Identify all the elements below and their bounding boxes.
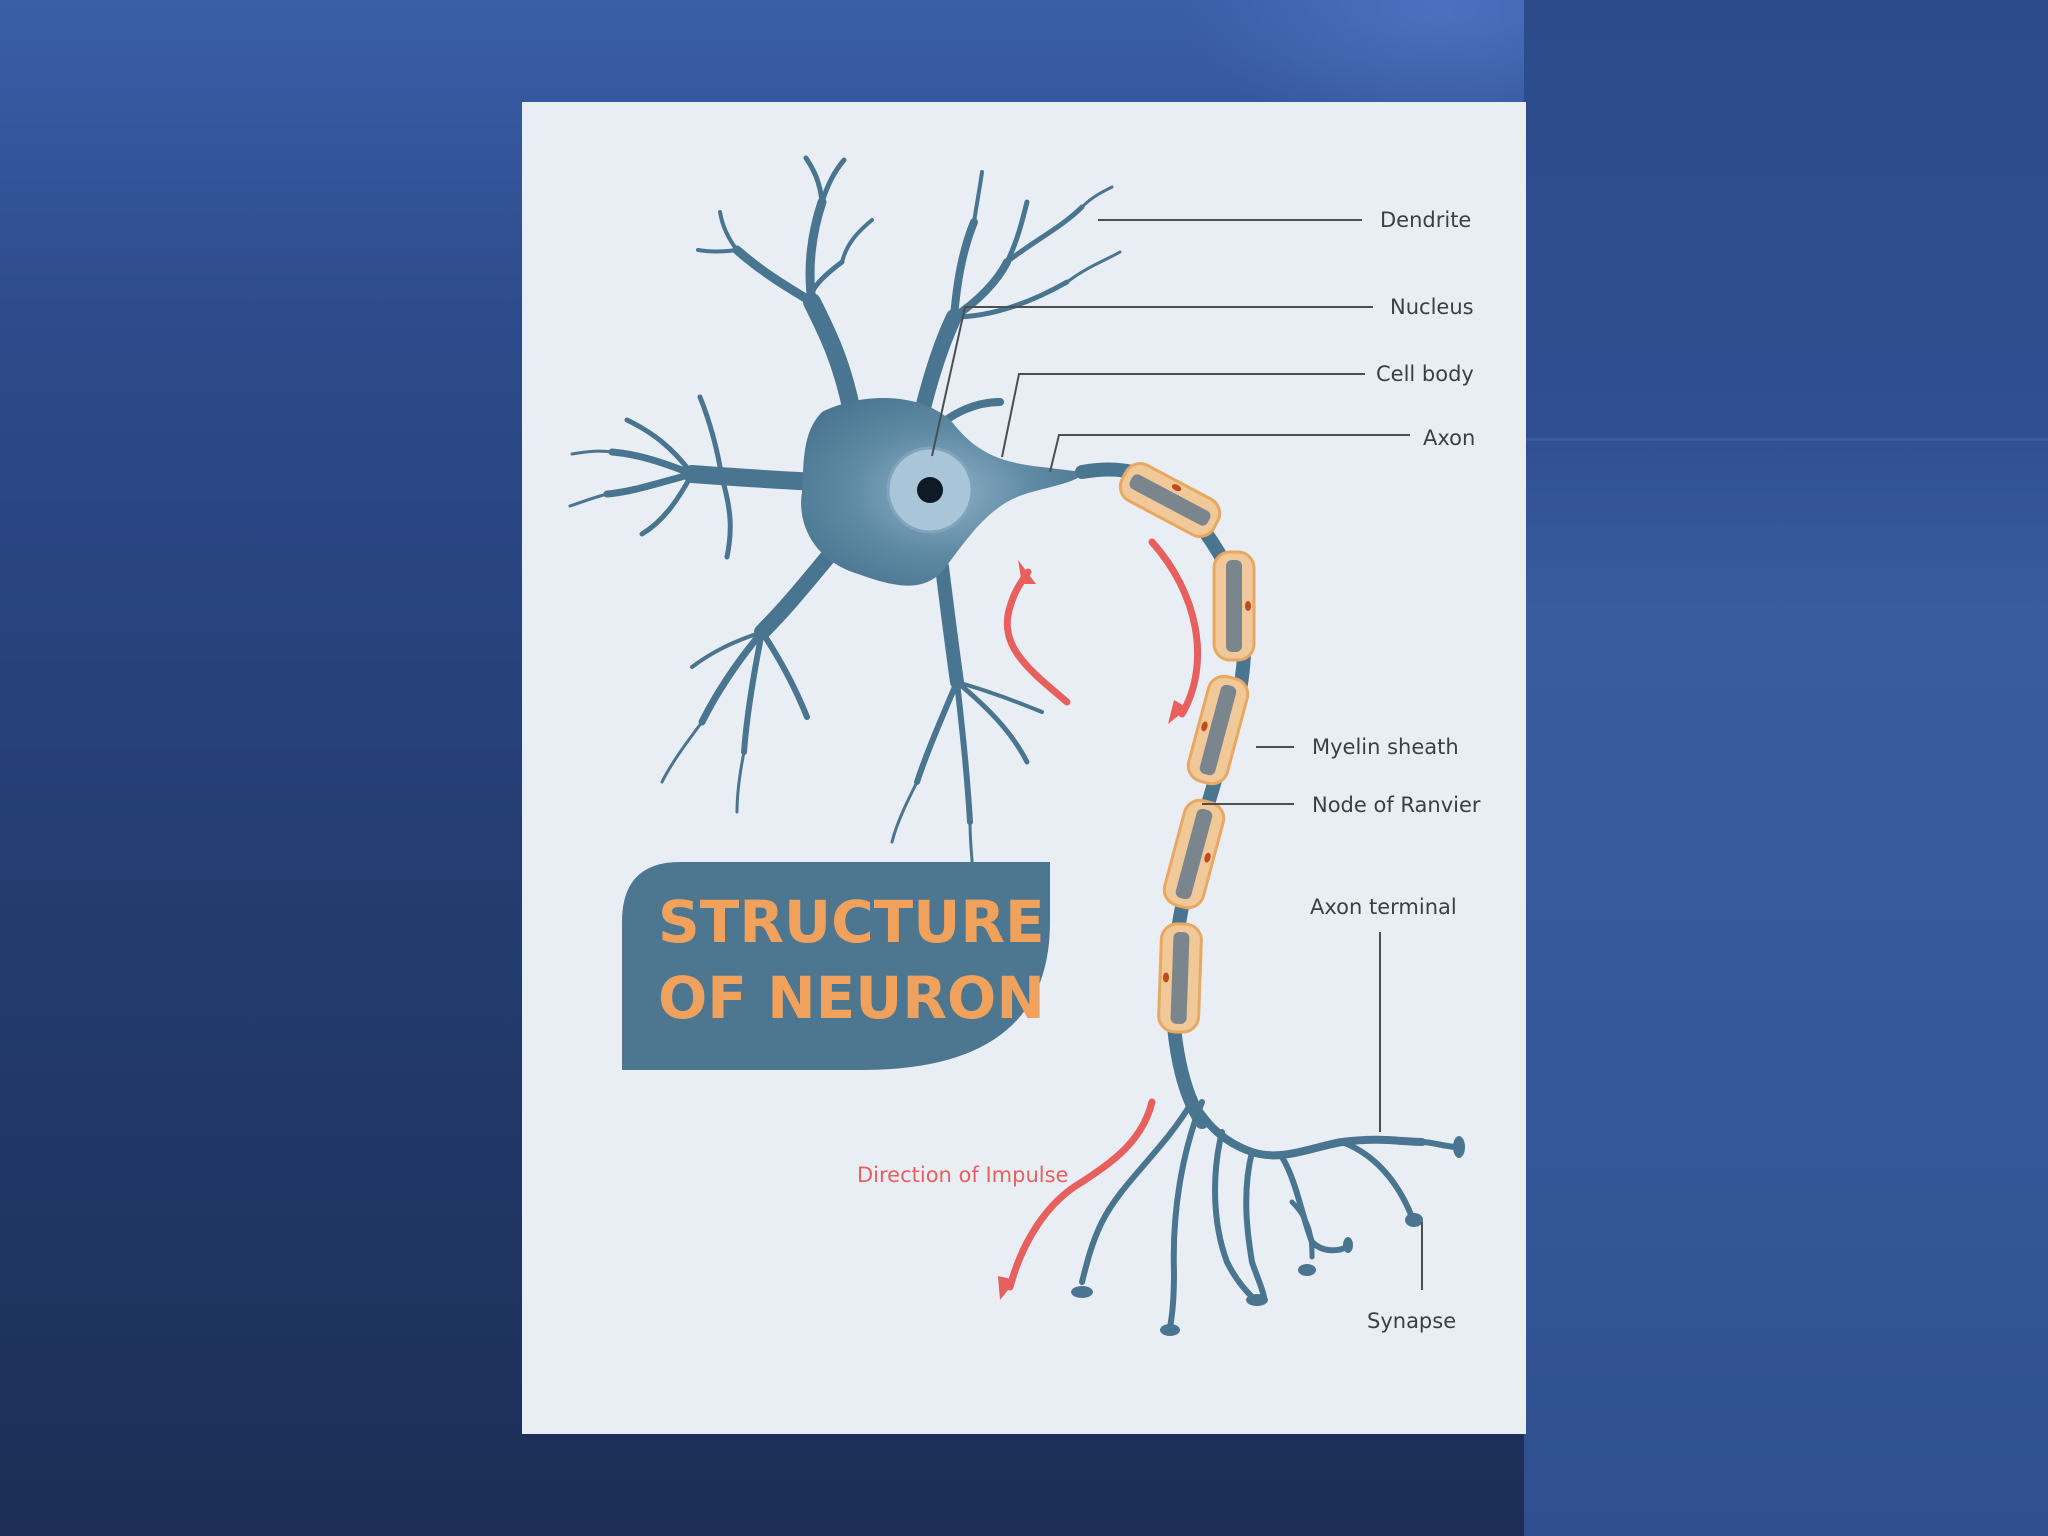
label-direction-of-impulse: Direction of Impulse [857,1163,1068,1187]
arrow-terminal [1006,1098,1156,1291]
synapse-knob [1405,1213,1423,1227]
synapse-knob [1246,1294,1268,1306]
axon-terminal-branches [1079,1078,1460,1330]
label-axon: Axon [1423,426,1475,450]
label-dendrite: Dendrite [1380,208,1471,232]
leader-axon [1049,434,1410,473]
synapse-knob [1298,1264,1316,1276]
arrow-dendrite [1003,568,1071,706]
label-myelin-sheath: Myelin sheath [1312,735,1459,759]
myelin-segment [1118,462,1222,538]
nucleus [886,446,974,534]
label-node-of-ranvier: Node of Ranvier [1312,793,1481,817]
arrow-axon [1148,538,1202,718]
myelin-segment [1162,798,1226,910]
arrow-heads [998,560,1188,1300]
background-band [1524,438,2048,441]
label-nucleus: Nucleus [1390,295,1474,319]
synapse-knob [1071,1286,1093,1298]
myelin-segment [1157,922,1203,1034]
title-line-1: STRUCTURE [658,888,1045,956]
impulse-arrows [1003,538,1202,1291]
synapse-knob [1453,1136,1465,1158]
background-right-panel [1524,0,2048,1536]
arrow-head-up [1018,560,1036,584]
myelin-sheaths [1118,462,1256,1034]
leader-cell-body [1001,373,1365,458]
neuron-diagram: Dendrite Nucleus Cell body Axon Myelin s… [568,155,1481,1336]
leader-lines [931,219,1423,1290]
neuron-diagram-card: Dendrite Nucleus Cell body Axon Myelin s… [522,102,1526,1434]
synapse-knobs [1071,1136,1465,1336]
synapse-knob [1343,1237,1353,1253]
arrow-head-terminal [998,1276,1016,1300]
synapse-knob [1160,1324,1180,1336]
label-cell-body: Cell body [1376,362,1474,386]
title-line-2: OF NEURON [658,964,1045,1032]
label-synapse: Synapse [1367,1309,1456,1333]
myelin-segment [1186,674,1250,786]
myelin-segment [1212,550,1256,662]
arrow-head-down [1168,700,1188,724]
label-axon-terminal: Axon terminal [1310,895,1457,919]
labels: Dendrite Nucleus Cell body Axon Myelin s… [857,208,1481,1333]
title-badge: STRUCTURE OF NEURON [622,862,1050,1070]
leader-nucleus [931,306,1373,457]
